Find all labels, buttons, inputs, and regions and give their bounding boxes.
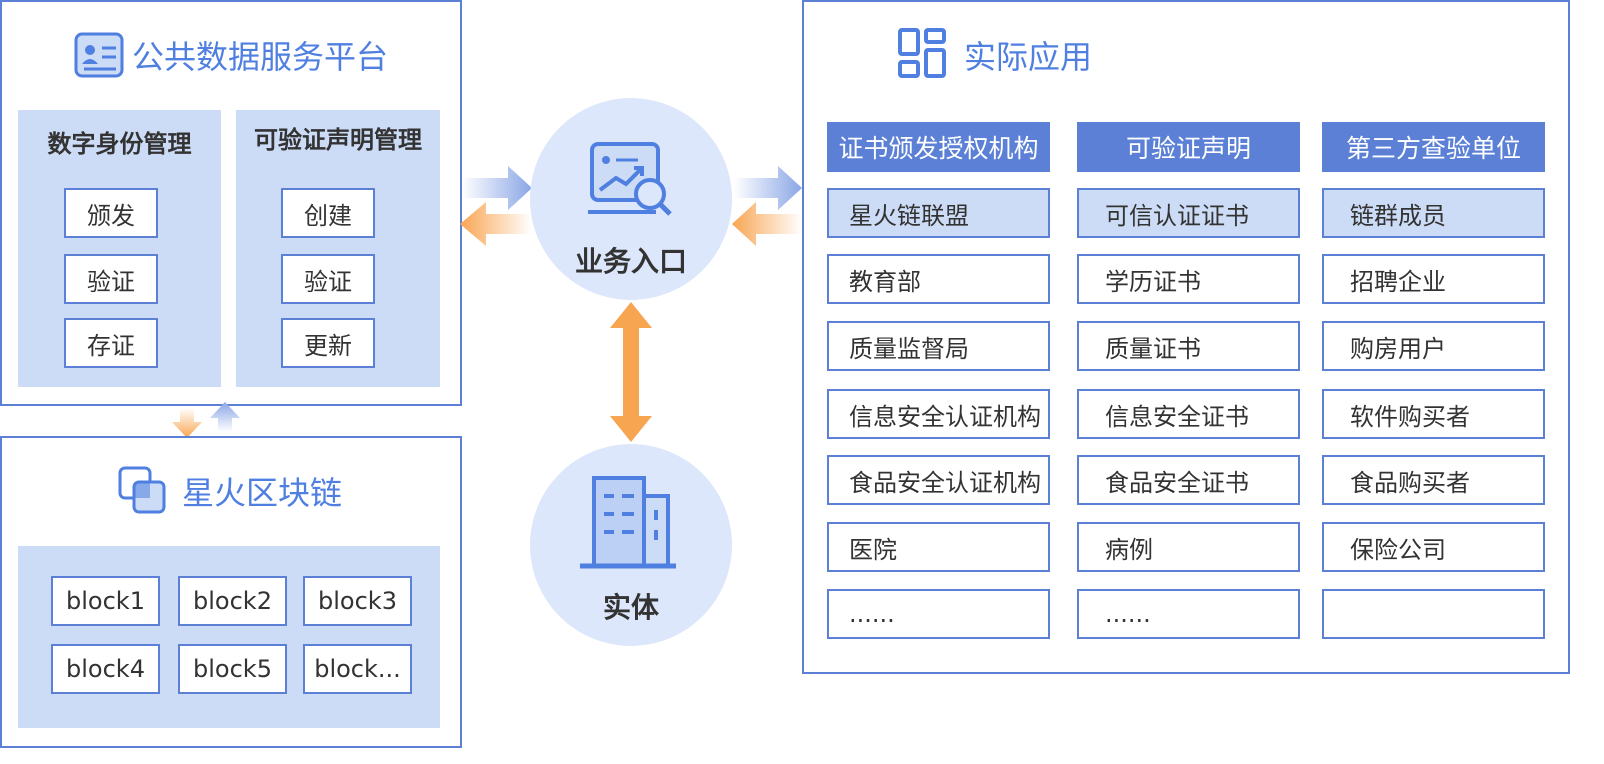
identity-management-title: 数字身份管理 [47, 130, 192, 158]
arrow-left-to-business [732, 202, 802, 246]
entity-label: 实体 [602, 591, 659, 624]
credential-cell: 信息安全证书 [1077, 389, 1300, 439]
analytics-search-icon [586, 140, 676, 220]
applications-title: 实际应用 [964, 38, 1093, 76]
dashboard-grid-icon [898, 28, 948, 78]
block-item: block... [303, 644, 412, 694]
id-card-icon [74, 30, 124, 80]
down-arrow-to-blockchain [170, 408, 204, 438]
credential-cell: 质量证书 [1077, 321, 1300, 371]
credential-cell: 可信认证证书 [1077, 188, 1300, 238]
credential-item-create: 创建 [281, 188, 375, 238]
arrow-right-to-business [462, 166, 532, 210]
block-item: block5 [178, 644, 287, 694]
verifier-cell: 食品购买者 [1322, 455, 1545, 505]
arrow-left-to-platform [460, 202, 532, 246]
block-item: block2 [178, 576, 287, 626]
identity-item-verify: 验证 [64, 254, 158, 304]
issuer-cell: ...... [827, 589, 1050, 639]
verifier-cell: 链群成员 [1322, 188, 1545, 238]
verifier-cell: 购房用户 [1322, 321, 1545, 371]
blocks-area [18, 546, 440, 728]
verifier-cell: 保险公司 [1322, 522, 1545, 572]
arrow-right-to-applications [734, 166, 802, 210]
identity-item-issue: 颁发 [64, 188, 158, 238]
up-arrow-to-platform [208, 402, 242, 432]
block-item: block3 [303, 576, 412, 626]
block-item: block1 [51, 576, 160, 626]
business-entry-label: 业务入口 [574, 245, 687, 278]
credential-cell: 病例 [1077, 522, 1300, 572]
double-arrow-vertical [606, 302, 656, 442]
building-icon [578, 474, 678, 570]
block-item: block4 [51, 644, 160, 694]
verifier-cell [1322, 589, 1545, 639]
issuer-cell: 星火链联盟 [827, 188, 1050, 238]
issuer-cell: 医院 [827, 522, 1050, 572]
column-header-issuers: 证书颁发授权机构 [827, 122, 1050, 172]
verifier-cell: 招聘企业 [1322, 254, 1545, 304]
column-header-verifiers: 第三方查验单位 [1322, 122, 1545, 172]
blockchain-title: 星火区块链 [182, 474, 343, 512]
identity-item-store: 存证 [64, 318, 158, 368]
issuer-cell: 食品安全认证机构 [827, 455, 1050, 505]
credential-item-update: 更新 [281, 318, 375, 368]
credential-cell: ...... [1077, 589, 1300, 639]
credential-management-title: 可验证声明管理 [254, 126, 422, 154]
column-header-credentials: 可验证声明 [1077, 122, 1300, 172]
platform-title: 公共数据服务平台 [132, 38, 389, 76]
linked-squares-icon [118, 466, 168, 516]
credential-cell: 食品安全证书 [1077, 455, 1300, 505]
credential-cell: 学历证书 [1077, 254, 1300, 304]
issuer-cell: 教育部 [827, 254, 1050, 304]
issuer-cell: 信息安全认证机构 [827, 389, 1050, 439]
verifier-cell: 软件购买者 [1322, 389, 1545, 439]
credential-item-verify: 验证 [281, 254, 375, 304]
issuer-cell: 质量监督局 [827, 321, 1050, 371]
